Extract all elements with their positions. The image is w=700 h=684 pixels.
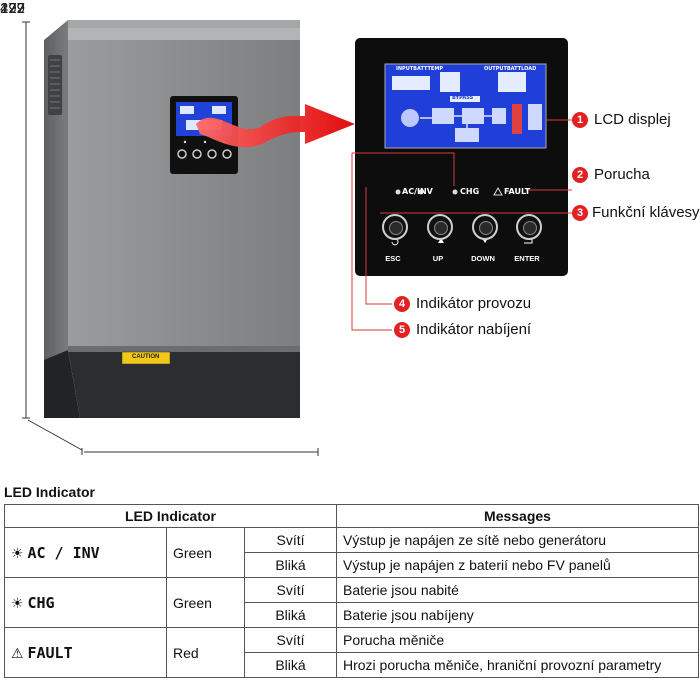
table-row: ⚠ FAULT Red Svítí Porucha měniče <box>4 627 699 678</box>
message-cell: Baterie jsou nabíjeny <box>336 602 699 628</box>
enter-button[interactable] <box>516 214 542 240</box>
indicator-cell: ⚠ FAULT <box>4 627 167 678</box>
table-row: Bliká Výstup je napájen z baterií nebo F… <box>5 552 699 578</box>
led-indicator-table: LED Indicator Messages ☀ AC / INV Green … <box>4 504 699 678</box>
color-cell: Green <box>166 527 245 578</box>
message-cell: Výstup je napájen ze sítě nebo generátor… <box>336 527 699 553</box>
callout-2-badge: 2 <box>572 167 588 183</box>
down-label: DOWN <box>471 254 495 263</box>
table-row: Bliká Hrozi porucha měniče, hraniční pro… <box>5 652 699 678</box>
caution-label: CAUTION <box>132 354 160 360</box>
enter-label: ENTER <box>514 254 540 263</box>
product-diagram <box>22 20 572 456</box>
callout-lcd-display: LCD displej <box>594 111 671 128</box>
message-cell: Baterie jsou nabité <box>336 577 699 603</box>
dimension-width: 297 <box>0 0 26 17</box>
dimension-depth: 129 <box>0 0 26 17</box>
callout-fault: Porucha <box>594 166 650 183</box>
state-cell: Bliká <box>244 652 337 678</box>
down-button[interactable] <box>472 214 498 240</box>
warning-icon: ⚠ <box>11 644 24 661</box>
header-messages: Messages <box>336 504 699 528</box>
indicator-name: FAULT <box>27 643 73 662</box>
message-cell: Porucha měniče <box>336 627 699 653</box>
message-cell: Výstup je napájen z baterií nebo FV pane… <box>336 552 699 578</box>
control-panel <box>355 38 568 276</box>
lcd-bypass: BYPASS <box>452 95 474 101</box>
table-title: LED Indicator <box>4 484 96 500</box>
lcd-header-right: OUTPUTBATTLOAD <box>484 66 537 72</box>
up-label: UP <box>432 254 444 263</box>
state-cell: Svítí <box>244 577 337 603</box>
indicator-name: CHG <box>27 593 55 612</box>
callout-5-badge: 5 <box>394 322 410 338</box>
table-row: ☀ CHG Green Svítí Baterie jsou nabité <box>4 577 699 628</box>
led-chg-label: CHG <box>460 187 480 196</box>
sun-icon: ☀ <box>11 544 24 561</box>
callout-function-keys: Funkční klávesy <box>592 204 700 221</box>
esc-label: ESC <box>385 254 401 263</box>
callout-1-badge: 1 <box>572 112 588 128</box>
callout-4-badge: 4 <box>394 296 410 312</box>
inverter-unit <box>44 20 300 418</box>
callout-charging-indicator: Indikátor nabíjení <box>416 321 532 338</box>
message-cell: Hrozi porucha měniče, hraniční provozní … <box>336 652 699 678</box>
state-cell: Bliká <box>244 552 337 578</box>
callout-3-badge: 3 <box>572 205 588 221</box>
callout-lines <box>351 119 572 331</box>
table-row: ☀ AC / INV Green Svítí Výstup je napájen… <box>4 527 699 578</box>
color-cell: Green <box>166 577 245 628</box>
color-cell: Red <box>166 627 245 678</box>
esc-button[interactable] <box>382 214 408 240</box>
indicator-cell: ☀ CHG <box>4 577 167 628</box>
lcd-header-left: INPUTBATTTEMP <box>396 66 443 72</box>
callout-operation-indicator: Indikátor provozu <box>416 295 532 312</box>
state-cell: Svítí <box>244 527 337 553</box>
led-fault-label: FAULT <box>504 187 531 196</box>
dimension-height: 472 <box>0 0 26 17</box>
sun-icon: ☀ <box>11 594 24 611</box>
up-button[interactable] <box>427 214 453 240</box>
state-cell: Svítí <box>244 627 337 653</box>
led-ac-inv-label: AC/INV <box>402 187 433 196</box>
table-row: Bliká Baterie jsou nabíjeny <box>5 602 699 628</box>
indicator-cell: ☀ AC / INV <box>4 527 167 578</box>
state-cell: Bliká <box>244 602 337 628</box>
table-header-row: LED Indicator Messages <box>4 504 699 528</box>
zoom-arrow <box>196 104 355 148</box>
indicator-name: AC / INV <box>27 543 100 562</box>
dimension-lines <box>22 21 319 456</box>
header-led-indicator: LED Indicator <box>4 504 337 528</box>
